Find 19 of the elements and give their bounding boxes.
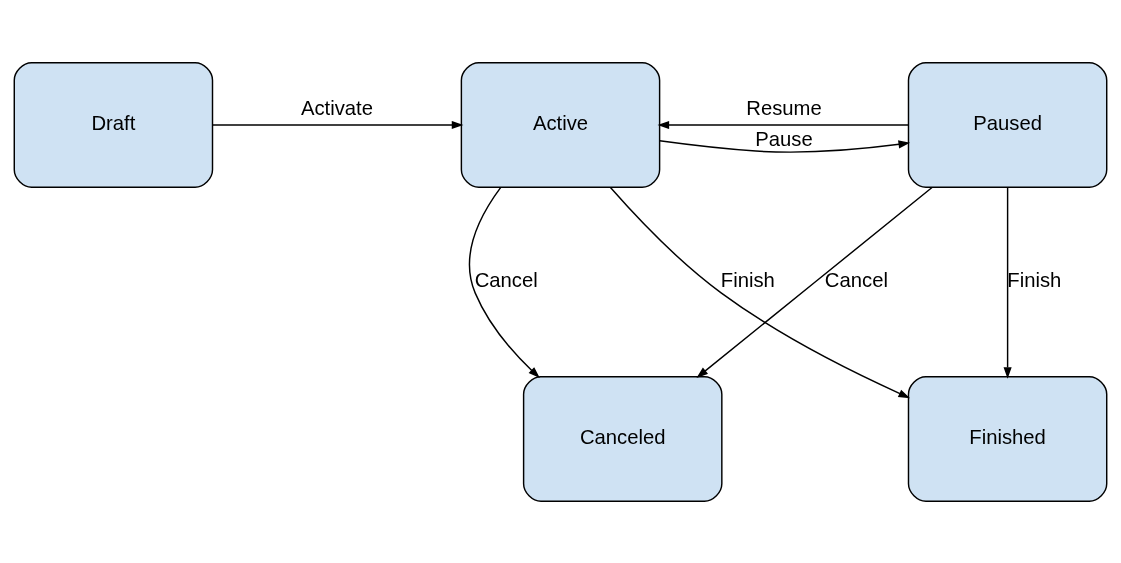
- node-box: Finished: [907, 375, 1108, 502]
- node-box: Draft: [13, 61, 214, 188]
- node-box: Canceled: [522, 375, 723, 502]
- arrow: [1003, 186, 1012, 379]
- edge-label: Activate: [300, 96, 373, 119]
- edge-label: Cancel: [474, 268, 538, 291]
- arrow: [609, 186, 911, 398]
- edge-label: Finish: [720, 268, 775, 291]
- arrow: [658, 139, 911, 153]
- node-box: Active: [460, 61, 661, 188]
- arrow: [696, 186, 933, 378]
- edge-label: Cancel: [824, 268, 888, 291]
- node-box: Paused: [907, 61, 1108, 188]
- edge-label: Resume: [746, 96, 822, 119]
- arrow: [657, 120, 909, 129]
- arrow: [468, 186, 540, 378]
- arrow: [211, 120, 464, 129]
- edge-label: Pause: [755, 127, 813, 150]
- edge-label: Finish: [1007, 268, 1062, 291]
